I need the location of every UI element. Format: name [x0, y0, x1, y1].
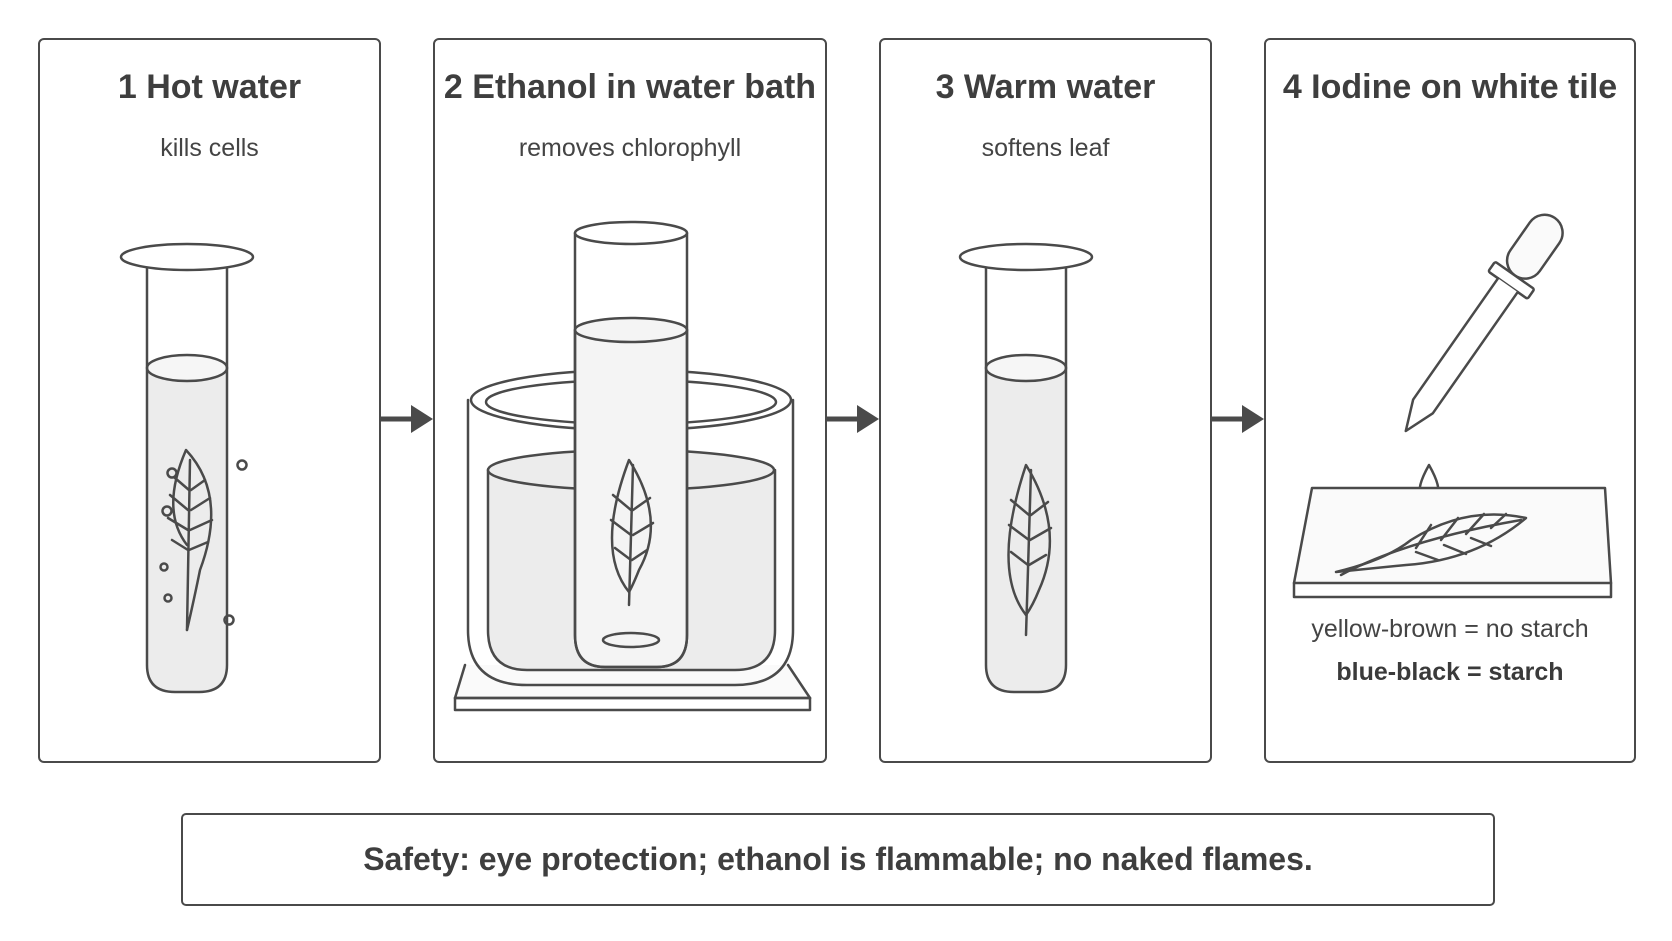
step-1-subtitle: kills cells	[160, 134, 259, 162]
water-bath-beaker-icon	[453, 220, 812, 712]
iodine-dropper-tile-icon	[1292, 213, 1613, 599]
step-2-panel: 2 Ethanol in water bath removes chloroph…	[433, 38, 827, 763]
step-1-panel: 1 Hot water kills cells	[38, 38, 381, 763]
step-4-panel: 4 Iodine on white tile yellow-brown = no…	[1264, 38, 1636, 763]
step-3-title: 3 Warm water	[935, 68, 1156, 106]
warm-water-test-tube-icon	[958, 242, 1094, 694]
step-1-title: 1 Hot water	[117, 68, 302, 106]
step-2-title: 2 Ethanol in water bath	[443, 68, 817, 106]
arrow-right-icon	[1212, 405, 1264, 433]
step-3-subtitle: softens leaf	[981, 134, 1110, 162]
step-3-panel: 3 Warm water softens leaf	[879, 38, 1212, 763]
arrow-right-icon	[827, 405, 879, 433]
result-no-starch: yellow-brown = no starch	[1311, 615, 1589, 643]
safety-note: Safety: eye protection; ethanol is flamm…	[181, 813, 1495, 906]
step-4-title: 4 Iodine on white tile	[1282, 68, 1618, 106]
arrow-right-icon	[381, 405, 433, 433]
result-starch: blue-black = starch	[1336, 658, 1564, 686]
step-2-subtitle: removes chlorophyll	[518, 134, 742, 162]
hot-water-test-tube-icon	[119, 242, 255, 694]
